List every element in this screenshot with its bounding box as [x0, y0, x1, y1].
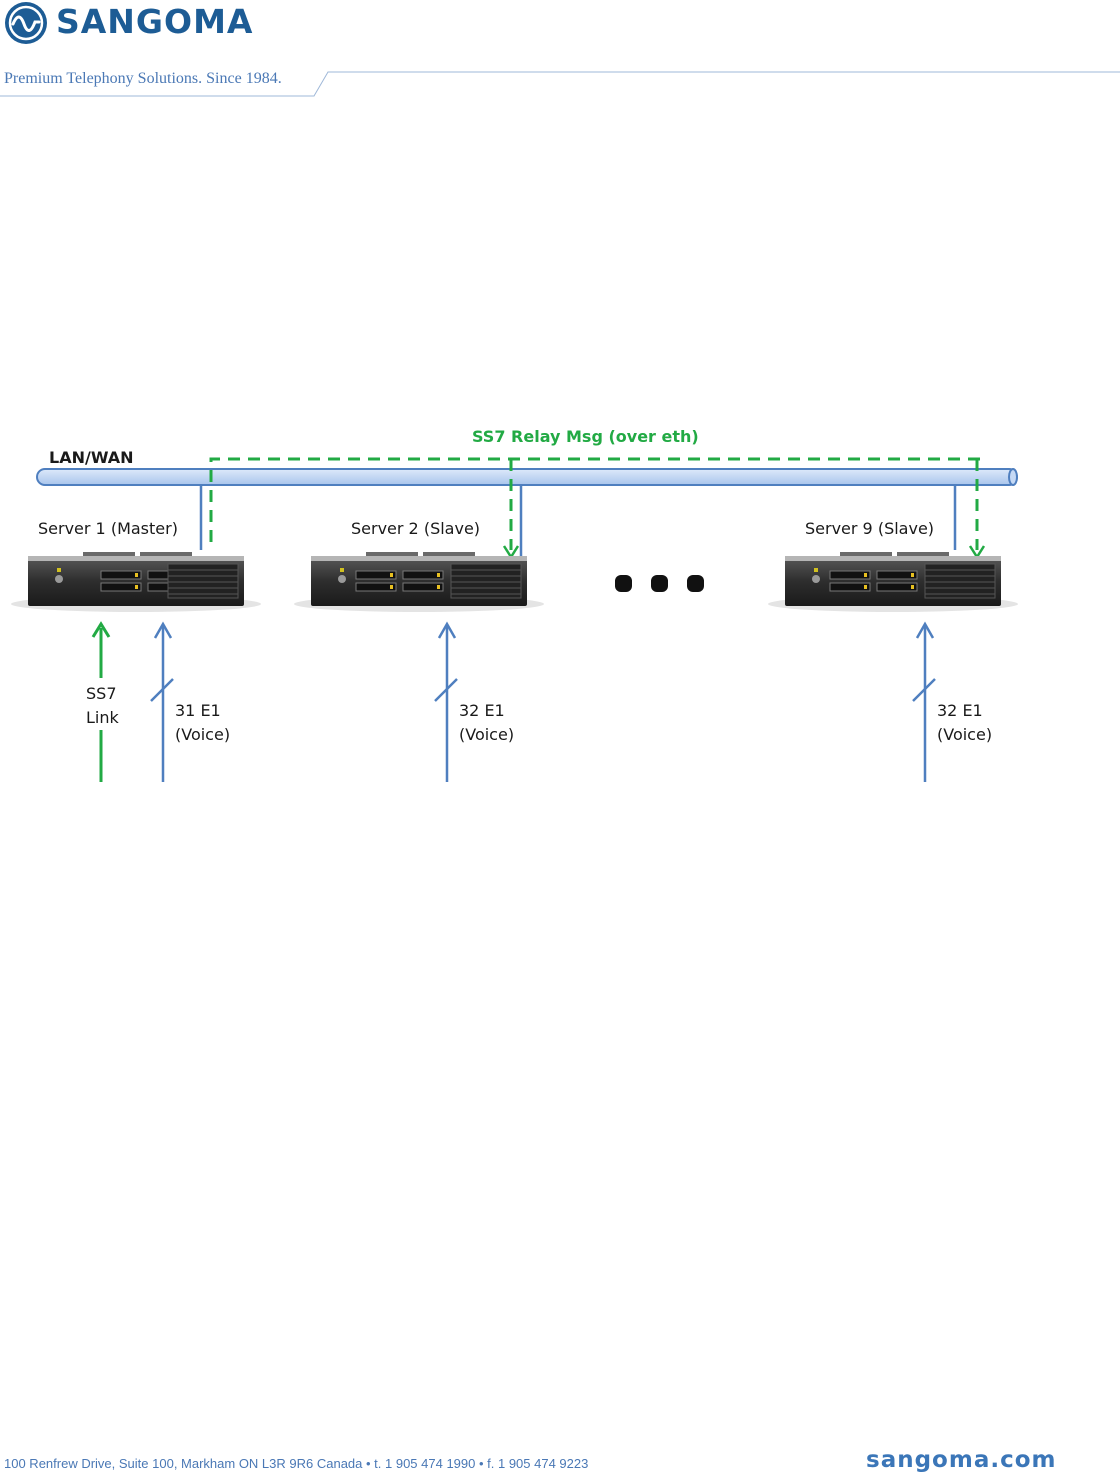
server2-rack-icon	[294, 552, 544, 612]
network-label: LAN/WAN	[49, 448, 134, 467]
server1-e1-trunk-arrow	[150, 621, 174, 782]
footer-address: 100 Renfrew Drive, Suite 100, Markham ON…	[4, 1456, 589, 1471]
server2-e1-trunk-arrow	[434, 621, 458, 782]
server2-e1-label-line1: 32 E1	[459, 701, 505, 720]
server1-label: Server 1 (Master)	[38, 519, 178, 538]
header-rule	[0, 71, 1120, 97]
ss7-relay-diagram: LAN/WAN SS7 Relay Msg (over eth) Server …	[11, 427, 1018, 782]
server1-rack-icon	[11, 552, 261, 612]
ss7-link-label-line2: Link	[86, 708, 120, 727]
brand-name: SANGOMA	[56, 2, 254, 41]
ss7-relay-path	[209, 457, 985, 550]
footer-website: sangoma.com	[866, 1447, 1057, 1473]
server2-e1-label-line2: (Voice)	[459, 725, 514, 744]
tagline: Premium Telephony Solutions. Since 1984.	[4, 70, 282, 87]
server2-label: Server 2 (Slave)	[351, 519, 480, 538]
ss7-link-label-line1: SS7	[86, 684, 117, 703]
server1-e1-label-line2: (Voice)	[175, 725, 230, 744]
server1-e1-label-line1: 31 E1	[175, 701, 221, 720]
server9-e1-label-line1: 32 E1	[937, 701, 983, 720]
server9-rack-icon	[768, 552, 1018, 612]
server9-e1-trunk-arrow	[912, 621, 936, 782]
relay-label: SS7 Relay Msg (over eth)	[472, 427, 699, 446]
lan-wan-bus	[36, 468, 1018, 486]
sangoma-logo-icon	[5, 2, 47, 44]
server9-e1-label-line2: (Voice)	[937, 725, 992, 744]
ss7-link-arrow	[91, 621, 111, 782]
ellipsis-dots	[615, 575, 704, 592]
server9-label: Server 9 (Slave)	[805, 519, 934, 538]
